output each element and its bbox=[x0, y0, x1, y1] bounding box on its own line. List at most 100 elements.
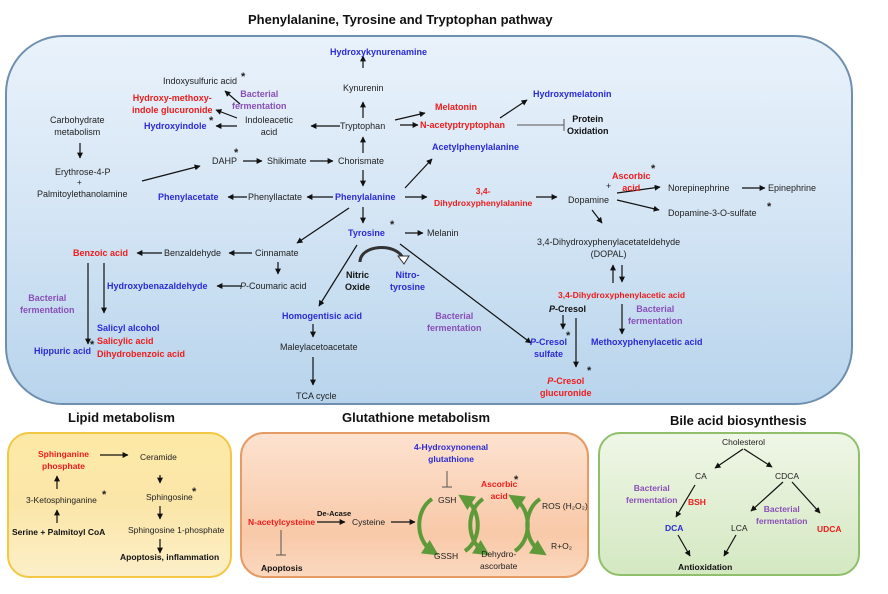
metabolite-ceramide: Ceramide bbox=[140, 452, 177, 462]
metabolite-sphingosine: Sphingosine bbox=[146, 492, 193, 502]
arrow-lca-antioxidation bbox=[723, 534, 737, 557]
metabolite-kynurenin: Kynurenin bbox=[343, 83, 384, 93]
arrow-dopamine-dopaminesulfate bbox=[616, 199, 660, 212]
metabolite-n-acetylcysteine: N-acetylcysteine bbox=[248, 517, 316, 527]
metabolite-ca: CA bbox=[695, 471, 707, 481]
label-apoptosis: Apoptosis bbox=[261, 563, 303, 573]
arrow-cdca-udca bbox=[791, 481, 821, 514]
metabolite-hydroxy-methoxy-indole-glucuronide: Hydroxy-methoxy-indole glucuronide bbox=[132, 93, 213, 115]
arrow-indoleacetic-indoxysulfuric bbox=[224, 90, 241, 105]
metabolite-dca: DCA bbox=[665, 523, 684, 533]
metabolite-acetylphenylalanine: Acetylphenylalanine bbox=[432, 142, 520, 152]
metabolite-norepinephrine: Norepinephrine bbox=[668, 183, 730, 193]
arrow-tryptophan-melatonin bbox=[394, 111, 426, 121]
metabolite-cholesterol: Cholesterol bbox=[722, 437, 765, 447]
arrow-dca-antioxidation bbox=[677, 534, 691, 557]
cycle-gssh-gsh bbox=[458, 494, 480, 553]
metabolite-dopamine-3-o-sulfate: Dopamine-3-O-sulfate bbox=[668, 208, 757, 218]
metabolite-shikimate: Shikimate bbox=[267, 156, 307, 166]
significance-asterisk: * bbox=[514, 474, 519, 486]
metabolite-cysteine: Cysteine bbox=[352, 517, 386, 527]
cycle-dehydro-ascorbic bbox=[468, 497, 490, 556]
arrow-cdca-lca bbox=[750, 481, 784, 512]
significance-asterisk: * bbox=[566, 330, 571, 342]
metabolite-tca-cycle: TCA cycle bbox=[296, 391, 337, 401]
label-de-acase: De-Acase bbox=[317, 509, 352, 518]
arrow-phenylalanine-acetylphenylalanine bbox=[404, 158, 433, 189]
metabolite-dihydrobenzoic-acid: Dihydrobenzoic acid bbox=[97, 349, 186, 359]
nitric-oxide-curve-arrow bbox=[358, 245, 405, 263]
main-pathway-title: Phenylalanine, Tyrosine and Tryptophan p… bbox=[248, 12, 553, 27]
label-r-o2: R+O₂ bbox=[551, 541, 573, 551]
arrow-cholesterol-ca bbox=[714, 448, 744, 469]
lipid-metabolism-panel bbox=[7, 432, 232, 578]
metabolite-gssh: GSSH bbox=[434, 551, 459, 561]
significance-asterisk: * bbox=[209, 115, 214, 127]
arrow-indoleacetic-hmig bbox=[215, 109, 238, 119]
metabolite-methoxyphenylacetic-acid: Methoxyphenylacetic acid bbox=[591, 337, 703, 347]
significance-asterisk: * bbox=[90, 339, 95, 351]
enzyme-bsh: BSH bbox=[688, 497, 706, 507]
arrow-dopamine-dopal bbox=[591, 209, 603, 224]
metabolite-salicyl-alcohol: Salicyl alcohol bbox=[97, 323, 160, 333]
significance-asterisk: * bbox=[587, 365, 592, 377]
metabolite-hydroxykynurenamine: Hydroxykynurenamine bbox=[330, 47, 428, 57]
significance-asterisk: * bbox=[651, 163, 656, 175]
metabolite-p-cresol: P-Cresol bbox=[549, 304, 587, 314]
metabolite-tyrosine: Tyrosine bbox=[348, 228, 385, 238]
metabolite-chorismate: Chorismate bbox=[338, 156, 385, 166]
significance-asterisk: * bbox=[102, 489, 107, 501]
metabolite-sphingosine-1-phosphate: Sphingosine 1-phosphate bbox=[128, 525, 225, 535]
metabolite-melatonin: Melatonin bbox=[435, 102, 477, 112]
metabolite-maleylacetoacetate: Maleylacetoacetate bbox=[280, 342, 358, 352]
significance-asterisk: * bbox=[390, 219, 395, 231]
metabolite-gsh: GSH bbox=[438, 495, 457, 505]
metabolite-dopamine: Dopamine bbox=[568, 195, 610, 205]
significance-asterisk: * bbox=[234, 147, 239, 159]
metabolite-p-coumaric-acid: P-Coumaric acid bbox=[240, 281, 307, 291]
metabolite-lca: LCA bbox=[731, 523, 748, 533]
glutathione-title: Glutathione metabolism bbox=[342, 410, 491, 425]
metabolite-homogentisic-acid: Homogentisic acid bbox=[282, 311, 363, 321]
metabolite-epinephrine: Epinephrine bbox=[768, 183, 817, 193]
significance-asterisk: * bbox=[767, 201, 772, 213]
metabolite-3-ketosphinganine: 3-Ketosphinganine bbox=[26, 495, 97, 505]
metabolite-erythrose-4-p: Erythrose-4-P bbox=[55, 167, 111, 177]
aromatic-pathway-panel bbox=[5, 35, 853, 405]
metabolite-cdca: CDCA bbox=[775, 471, 800, 481]
metabolite-nitrotyrosine: Nitro-tyrosine bbox=[390, 270, 426, 292]
metabolite-hydroxybenzaldehyde: Hydroxybenazaldehyde bbox=[107, 281, 208, 291]
metabolite-benzoic-acid: Benzoic acid bbox=[73, 248, 129, 258]
metabolite-n-acetyltryptophan: N-acetyptryptophan bbox=[420, 120, 506, 130]
metabolite-salicylic-acid: Salicylic acid bbox=[97, 336, 154, 346]
cycle-gsh-gssh bbox=[417, 497, 439, 556]
metabolite-hippuric-acid: Hippuric acid bbox=[34, 346, 92, 356]
metabolite-dahp: DAHP bbox=[212, 156, 238, 166]
arrow-nacetyl-hydroxymelatonin bbox=[499, 99, 528, 119]
arrow-dopamine-norepinephrine bbox=[616, 184, 661, 194]
metabolite-cinnamate: Cinnamate bbox=[255, 248, 299, 258]
metabolite-dihydroxyphenylacetic-acid: 3,4-Dihydroxyphenylacetic acid bbox=[558, 290, 686, 300]
metabolite-dopal: 3,4-Dihydroxyphenylacetateldehyde(DOPAL) bbox=[537, 237, 681, 259]
metabolite-phenyllactate: Phenyllactate bbox=[248, 192, 303, 202]
metabolite-dihydroxyphenylalanine: 3,4-Dihydroxyphenylalanine bbox=[434, 186, 533, 208]
arrow-phenylalanine-cinnamate bbox=[296, 207, 350, 244]
arrow-ca-dca bbox=[675, 484, 696, 518]
metabolite-indoxysulfuric-acid: Indoxysulfuric acid bbox=[163, 76, 238, 86]
metabolite-phenylacetate: Phenylacetate bbox=[158, 192, 219, 202]
cycle-ros-ro2 bbox=[525, 497, 547, 556]
lipid-title: Lipid metabolism bbox=[68, 410, 175, 425]
